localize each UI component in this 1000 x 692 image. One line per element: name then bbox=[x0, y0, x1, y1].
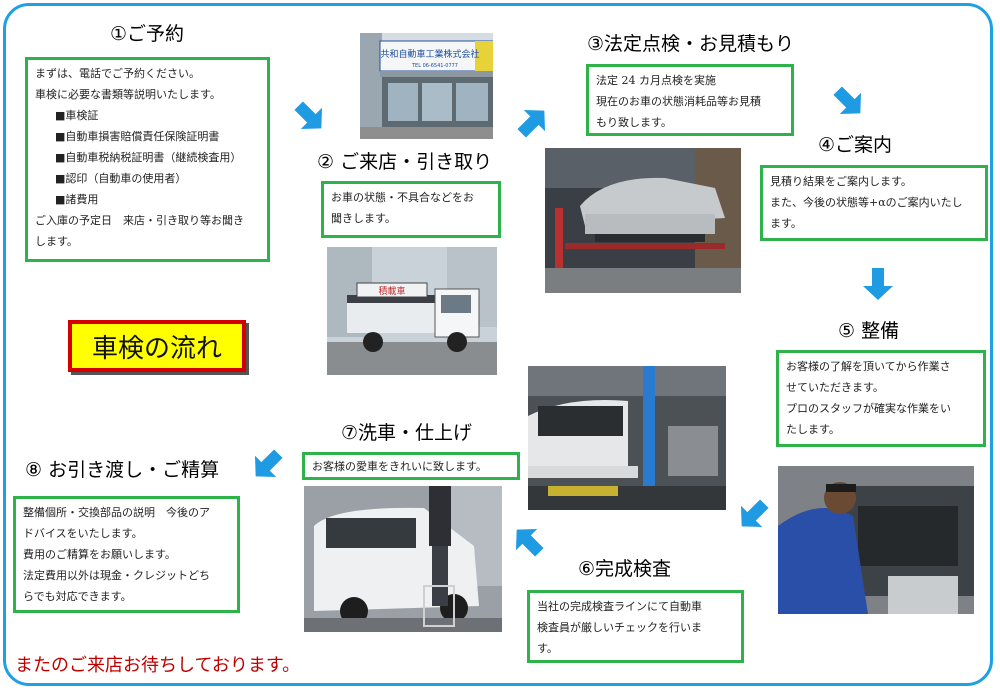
step8-line: 整備個所・交換部品の説明 今後のア bbox=[23, 506, 210, 519]
step1-line: 車検に必要な書類等説明いたします。 bbox=[35, 88, 221, 101]
step8-line: ドバイスをいたします。 bbox=[23, 527, 143, 540]
step3-box: 法定 24 カ月点検を実施 現在のお車の状態消耗品等お見積 もり致します。 bbox=[586, 64, 794, 136]
rounded-frame bbox=[3, 3, 993, 686]
step5-box: お客様の了解を頂いてから作業さ せていただきます。 プロのスタッフが確実な作業を… bbox=[776, 350, 986, 447]
arrow-down-right-icon bbox=[824, 77, 875, 128]
footer-message: またのご来店お待ちしております。 bbox=[15, 655, 301, 676]
step4-box: 見積り結果をご案内します。 また、今後の状態等+αのご案内いたし ます。 bbox=[760, 165, 988, 241]
shop-front-photo: 共和自動車工業株式会社 TEL 06-6541-0777 bbox=[360, 33, 493, 139]
step1-line: ■諸費用 bbox=[55, 193, 99, 206]
step4-line: また、今後の状態等+αのご案内いたし bbox=[770, 196, 963, 209]
car-lift-photo bbox=[545, 148, 741, 293]
step8-line: らでも対応できます。 bbox=[23, 590, 132, 603]
step3-line: 法定 24 カ月点検を実施 bbox=[596, 74, 716, 87]
step4-line: ます。 bbox=[770, 217, 802, 230]
arrow-down-right-icon bbox=[285, 92, 336, 143]
step8-line: 法定費用以外は現金・クレジットどち bbox=[23, 569, 210, 582]
step8-title: ⑧ お引き渡し・ご精算 bbox=[25, 459, 220, 481]
step5-title: ⑤ 整備 bbox=[838, 320, 900, 342]
step1-line: ご入庫の予定日 来店・引き取り等お聞き bbox=[35, 214, 244, 227]
step4-line: 見積り結果をご案内します。 bbox=[770, 175, 912, 188]
flow-badge: 車検の流れ bbox=[68, 320, 246, 372]
step7-line: お客様の愛車をきれいに致します。 bbox=[312, 460, 487, 473]
step7-title: ⑦洗車・仕上げ bbox=[341, 422, 473, 444]
step1-line: します。 bbox=[35, 235, 78, 248]
step5-line: お客様の了解を頂いてから作業さ bbox=[786, 360, 951, 373]
step8-line: 費用のご精算をお願いします。 bbox=[23, 548, 176, 561]
step4-title: ④ご案内 bbox=[818, 134, 893, 156]
step1-title: ①ご予約 bbox=[110, 23, 185, 45]
step3-line: 現在のお車の状態消耗品等お見積 bbox=[596, 95, 761, 108]
mechanic-photo bbox=[778, 466, 974, 614]
step6-title: ⑥完成検査 bbox=[578, 558, 672, 580]
step1-line: ■車検証 bbox=[55, 109, 99, 122]
arrow-up-left-icon bbox=[503, 516, 554, 567]
step6-line: 検査員が厳しいチェックを行いま bbox=[537, 621, 702, 634]
arrow-down-icon bbox=[860, 266, 896, 302]
step1-box: まずは、電話でご予約ください。 車検に必要な書類等説明いたします。 ■車検証 ■… bbox=[25, 57, 270, 262]
step5-line: せていただきます。 bbox=[786, 381, 884, 394]
step5-line: プロのスタッフが確実な作業をい bbox=[786, 402, 951, 415]
step2-line: お車の状態・不具合などをお bbox=[331, 191, 474, 204]
step2-title: ② ご来店・引き取り bbox=[317, 151, 493, 173]
inspection-line-photo bbox=[528, 366, 726, 510]
step1-line: ■自動車損害賠償責任保険証明書 bbox=[55, 130, 220, 143]
step6-line: 当社の完成検査ラインにて自動車 bbox=[537, 600, 702, 613]
step7-box: お客様の愛車をきれいに致します。 bbox=[302, 452, 520, 480]
arrow-down-left-icon bbox=[242, 440, 293, 491]
shop-sign-name: 共和自動車工業株式会社 bbox=[380, 48, 479, 60]
step8-box: 整備個所・交換部品の説明 今後のア ドバイスをいたします。 費用のご精算をお願い… bbox=[13, 496, 240, 613]
step2-line: 聞きします。 bbox=[331, 212, 396, 225]
arrow-down-left-icon bbox=[728, 490, 779, 541]
step5-line: たします。 bbox=[786, 423, 840, 436]
step1-line: ■自動車税納税証明書（継続検査用） bbox=[55, 151, 242, 164]
arrow-up-right-icon bbox=[508, 97, 559, 148]
step3-line: もり致します。 bbox=[596, 116, 672, 129]
step1-line: ■認印（自動車の使用者） bbox=[55, 172, 187, 185]
shop-sign-tel: TEL 06-6541-0777 bbox=[411, 63, 458, 69]
step1-line: まずは、電話でご予約ください。 bbox=[35, 67, 200, 80]
truck-text: 積載車 bbox=[378, 285, 405, 297]
step6-box: 当社の完成検査ラインにて自動車 検査員が厳しいチェックを行いま す。 bbox=[527, 590, 744, 663]
step6-line: す。 bbox=[537, 642, 558, 655]
tow-truck-photo: 積載車 bbox=[327, 247, 497, 375]
car-wash-photo bbox=[304, 486, 502, 632]
step3-title: ③法定点検・お見積もり bbox=[587, 33, 795, 55]
step2-box: お車の状態・不具合などをお 聞きします。 bbox=[321, 181, 501, 238]
